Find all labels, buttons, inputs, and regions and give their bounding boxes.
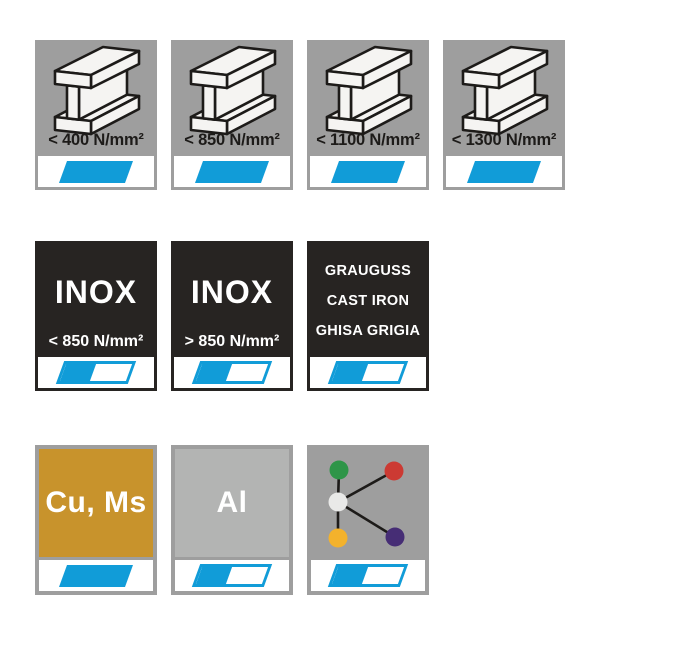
dot-red bbox=[384, 461, 404, 481]
tile-steel-1300: < 1300 N/mm² bbox=[443, 40, 565, 190]
suitability-partial-icon bbox=[327, 361, 409, 384]
suitability-full-icon bbox=[466, 160, 542, 183]
suitability-strip bbox=[446, 156, 562, 187]
aluminium-label: Al bbox=[216, 486, 248, 519]
suitability-strip bbox=[310, 156, 426, 187]
dot-yellow bbox=[328, 528, 348, 548]
cast-iron-label-de: GRAUGUSS bbox=[324, 263, 412, 279]
suitability-partial-icon bbox=[191, 564, 273, 587]
multi-material-dots-icon bbox=[328, 460, 405, 548]
tensile-strength-label: < 1300 N/mm² bbox=[451, 131, 557, 149]
cast-iron-label-en: CAST IRON bbox=[326, 293, 410, 309]
cast-iron-labels: GRAUGUSS CAST IRON GHISA GRIGIA bbox=[307, 256, 429, 346]
suitability-strip bbox=[175, 560, 289, 591]
dot-green bbox=[329, 460, 349, 480]
tile-steel-850: < 850 N/mm² bbox=[171, 40, 293, 190]
suitability-strip bbox=[39, 560, 153, 591]
suitability-strip bbox=[38, 357, 154, 388]
inox-title: INOX bbox=[190, 274, 274, 310]
tensile-strength-label: < 1100 N/mm² bbox=[316, 131, 420, 149]
tile-inox-lt850: INOX < 850 N/mm² bbox=[35, 241, 157, 391]
suitability-partial-icon bbox=[191, 361, 273, 384]
steel-beam-icon bbox=[53, 45, 141, 136]
tile-steel-1100: < 1100 N/mm² bbox=[307, 40, 429, 190]
tile-steel-400: < 400 N/mm² bbox=[35, 40, 157, 190]
tile-aluminium: Al bbox=[171, 445, 293, 595]
steel-beam-icon bbox=[461, 45, 549, 136]
tile-inox-gt850: INOX > 850 N/mm² bbox=[171, 241, 293, 391]
suitability-partial-icon bbox=[327, 564, 409, 587]
suitability-strip bbox=[38, 156, 154, 187]
steel-beam-icon bbox=[325, 45, 413, 136]
tile-copper-brass: Cu, Ms bbox=[35, 445, 157, 595]
tensile-strength-label: < 400 N/mm² bbox=[48, 131, 144, 149]
suitability-strip bbox=[310, 357, 426, 388]
suitability-full-icon bbox=[330, 160, 406, 183]
copper-brass-panel: Cu, Ms bbox=[39, 449, 153, 557]
tile-multi-material bbox=[307, 445, 429, 595]
suitability-partial-icon bbox=[55, 361, 137, 384]
tensile-strength-label: < 850 N/mm² bbox=[184, 131, 280, 149]
dot-white bbox=[328, 492, 348, 512]
suitability-full-icon bbox=[58, 160, 134, 183]
suitability-full-icon bbox=[58, 564, 134, 587]
suitability-strip bbox=[174, 357, 290, 388]
cast-iron-label-it: GHISA GRIGIA bbox=[315, 323, 421, 339]
dot-purple bbox=[385, 527, 405, 547]
tensile-strength-label: > 850 N/mm² bbox=[184, 333, 280, 350]
suitability-strip bbox=[311, 560, 425, 591]
inox-title: INOX bbox=[54, 274, 138, 310]
tile-cast-iron: GRAUGUSS CAST IRON GHISA GRIGIA bbox=[307, 241, 429, 391]
suitability-full-icon bbox=[194, 160, 270, 183]
multi-material-panel bbox=[311, 449, 425, 557]
aluminium-panel: Al bbox=[175, 449, 289, 557]
steel-beam-icon bbox=[189, 45, 277, 136]
suitability-strip bbox=[174, 156, 290, 187]
tensile-strength-label: < 850 N/mm² bbox=[48, 333, 144, 350]
copper-brass-label: Cu, Ms bbox=[45, 486, 147, 519]
